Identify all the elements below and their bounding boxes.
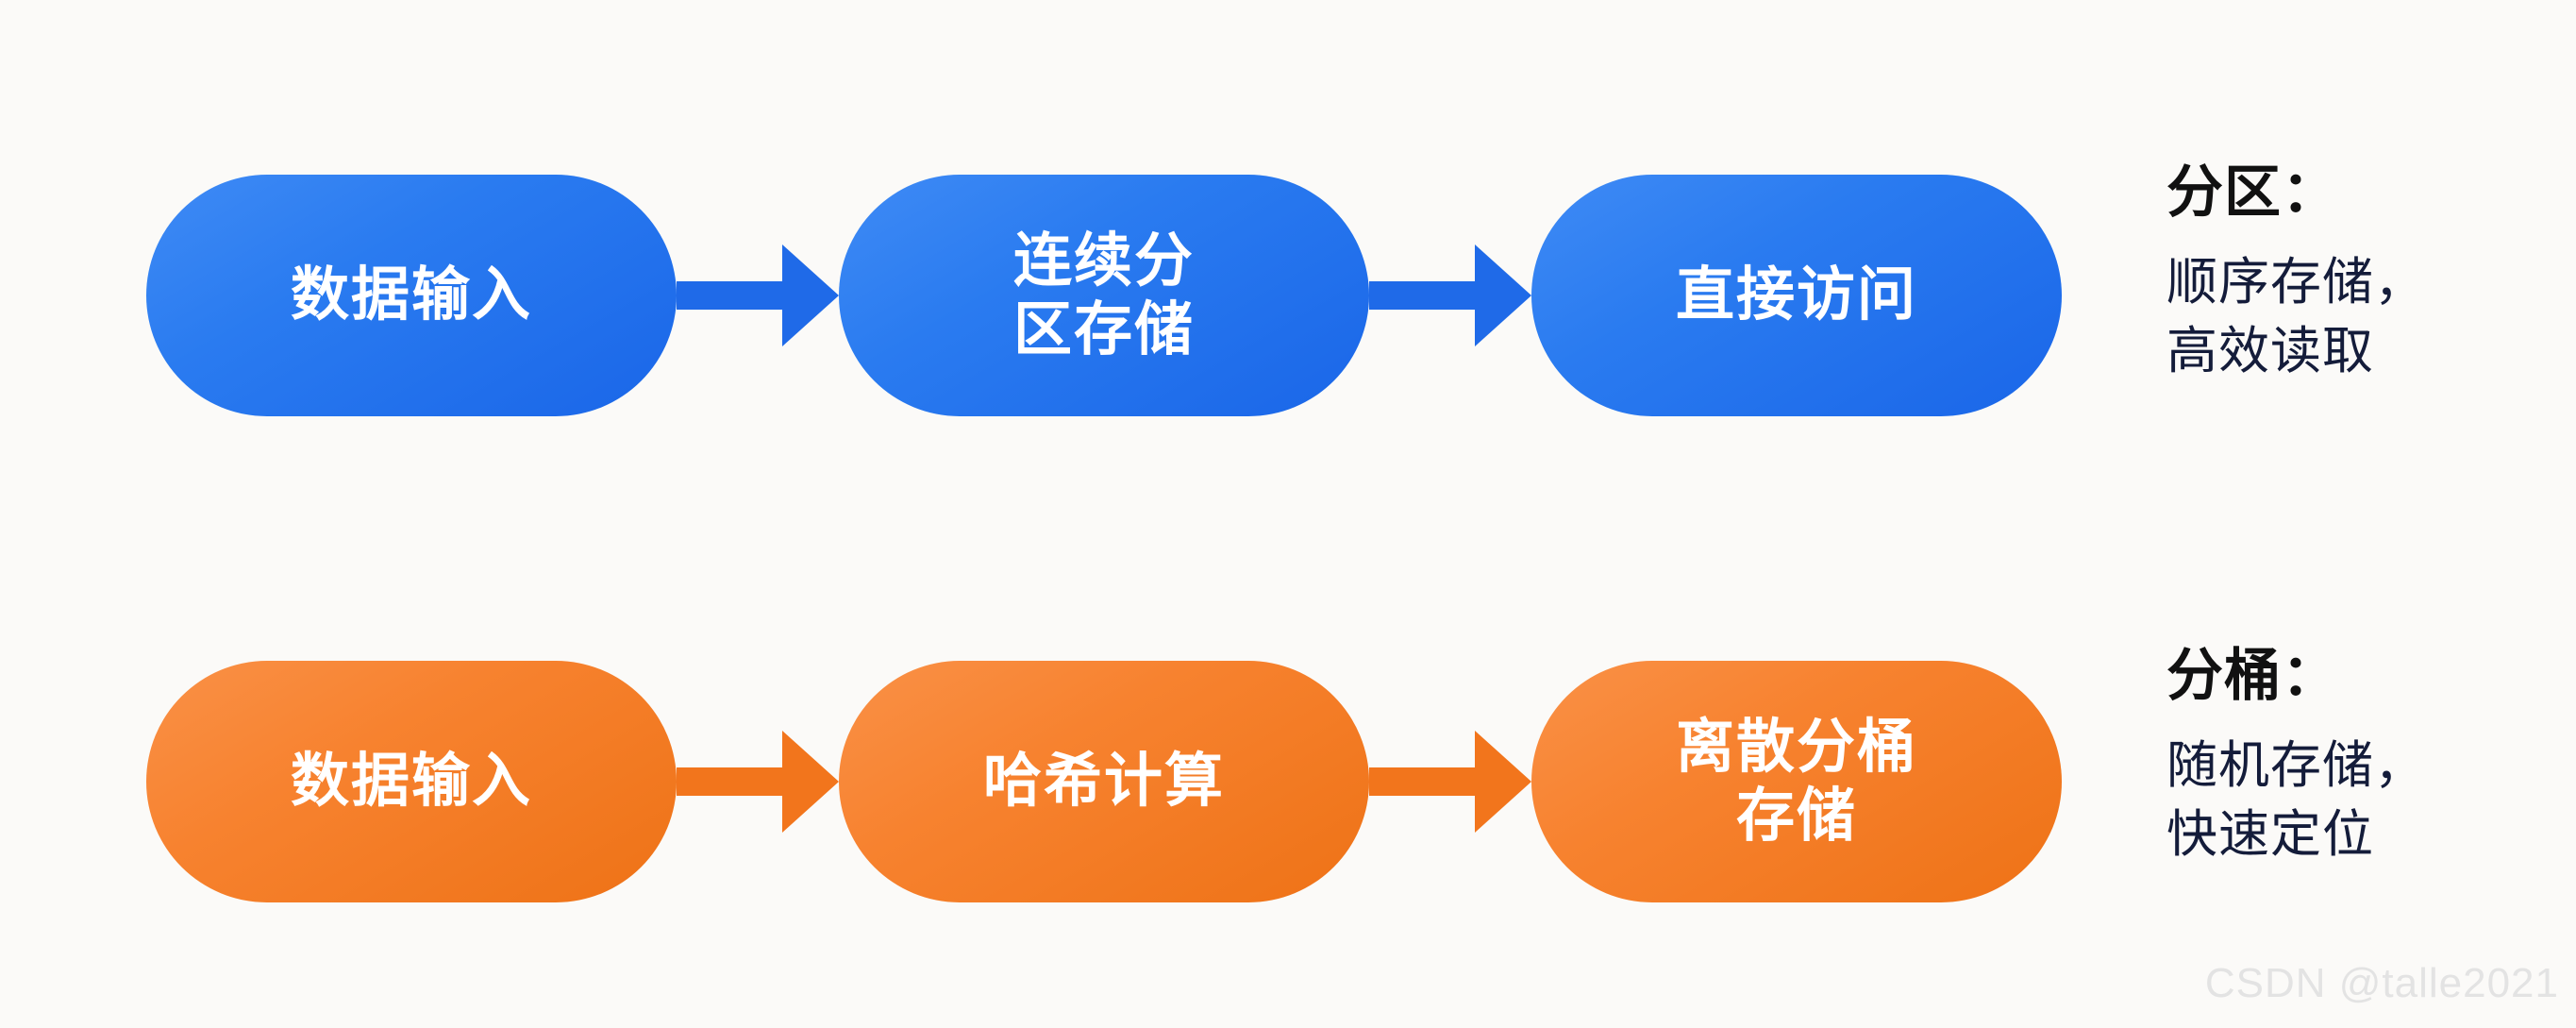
- arrow-right-icon: [1369, 244, 1531, 346]
- node-partition-2[interactable]: 连续分 区存储: [839, 175, 1369, 416]
- arrow-head: [782, 244, 839, 346]
- watermark: CSDN @talle2021: [2204, 960, 2559, 1006]
- arrow-head: [1475, 731, 1531, 833]
- partition-note-body: 顺序存储， 高效读取: [2166, 254, 2426, 379]
- node-label: 数据输入: [290, 749, 532, 815]
- bucket-note: 分桶： 随机存储， 快速定位: [2166, 644, 2572, 868]
- arrow-right-icon: [677, 731, 839, 833]
- node-label: 哈希计算: [982, 749, 1225, 815]
- node-label: 数据输入: [290, 262, 532, 329]
- arrow-head: [782, 731, 839, 833]
- node-label: 离散分桶 存储: [1675, 714, 1917, 849]
- node-label: 连续分 区存储: [1012, 228, 1195, 362]
- bucket-note-body: 随机存储， 快速定位: [2166, 737, 2426, 863]
- arrow-shaft: [677, 767, 788, 796]
- node-bucket-2[interactable]: 哈希计算: [839, 661, 1369, 902]
- arrow-head: [1475, 244, 1531, 346]
- node-bucket-3[interactable]: 离散分桶 存储: [1531, 661, 2062, 902]
- bucket-note-title: 分桶：: [2166, 644, 2339, 707]
- arrow-shaft: [677, 281, 788, 310]
- node-partition-3[interactable]: 直接访问: [1531, 175, 2062, 416]
- partition-flow-row: 数据输入 连续分 区存储 直接访问: [146, 175, 2062, 416]
- node-label: 直接访问: [1675, 262, 1917, 329]
- partition-note: 分区： 顺序存储， 高效读取: [2166, 160, 2572, 385]
- bucket-flow-row: 数据输入 哈希计算 离散分桶 存储: [146, 661, 2062, 902]
- arrow-right-icon: [677, 244, 839, 346]
- arrow-shaft: [1369, 767, 1480, 796]
- node-partition-1[interactable]: 数据输入: [146, 175, 677, 416]
- arrow-right-icon: [1369, 731, 1531, 833]
- node-bucket-1[interactable]: 数据输入: [146, 661, 677, 902]
- arrow-shaft: [1369, 281, 1480, 310]
- partition-note-title: 分区：: [2166, 160, 2339, 224]
